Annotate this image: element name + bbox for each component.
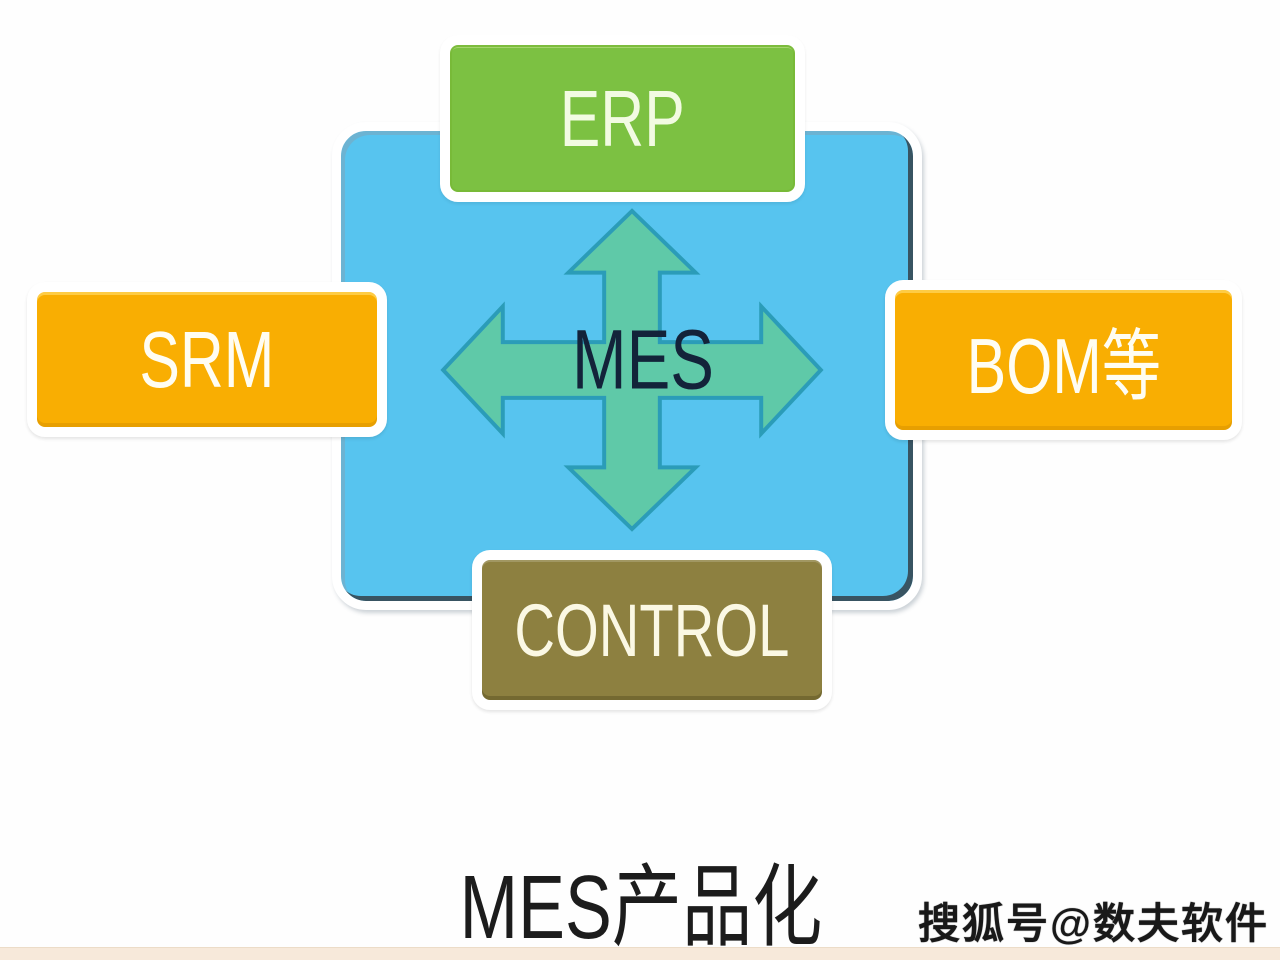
bottom-edge-strip xyxy=(0,947,1280,960)
diagram-caption: MES产品化 xyxy=(459,858,823,958)
node-srm: SRM xyxy=(27,282,387,437)
mes-hub-panel: MES xyxy=(332,122,922,610)
mes-center-label: MES xyxy=(572,312,714,407)
node-srm-label: SRM xyxy=(139,314,275,404)
node-erp-label: ERP xyxy=(559,73,686,163)
node-bom: BOM等 xyxy=(885,280,1242,440)
node-erp: ERP xyxy=(440,35,805,202)
node-control: CONTROL xyxy=(472,550,832,710)
watermark-text: 搜狐号@数夫软件 xyxy=(918,900,1269,947)
node-bom-label: BOM等 xyxy=(966,322,1161,410)
four-way-arrow-icon xyxy=(440,208,824,532)
node-control-label: CONTROL xyxy=(514,588,790,672)
